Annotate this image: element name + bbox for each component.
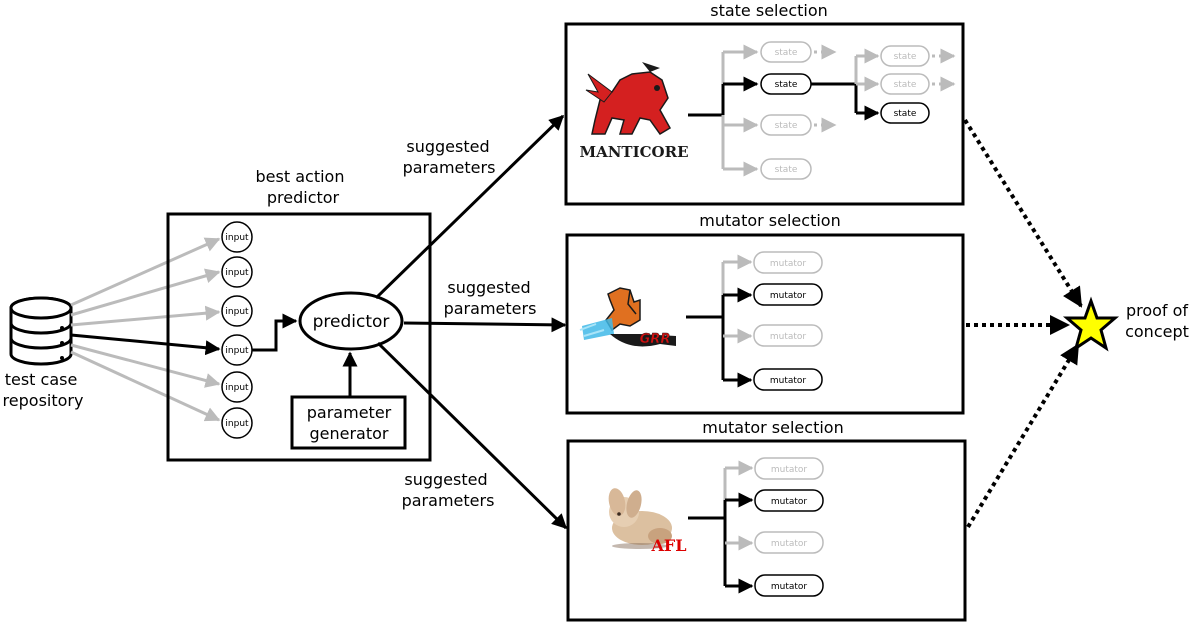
state-panel-title: state selection: [710, 1, 828, 20]
edge-label-top-2: parameters: [403, 158, 496, 177]
grr-logo-text: GRR: [640, 332, 671, 347]
afl-mutator-tree: mutator mutator mutator mutator: [688, 457, 824, 597]
svg-text:mutator: mutator: [771, 539, 808, 549]
svg-text:mutator: mutator: [770, 291, 807, 301]
svg-text:mutator: mutator: [771, 497, 808, 507]
grr-panel-title: mutator selection: [699, 211, 840, 230]
mutator-node-active: [754, 489, 824, 512]
svg-text:mutator: mutator: [770, 376, 807, 386]
arrow-to-state-selection: [374, 114, 565, 300]
mutator-node-active: [753, 283, 823, 306]
mutator-node-inactive: [753, 324, 823, 347]
edge-label-mid-1: suggested: [447, 278, 530, 297]
goal-label-2: concept: [1125, 322, 1189, 341]
manticore-logo: MANTICORE: [579, 62, 689, 161]
manticore-logo-text: MANTICORE: [579, 143, 688, 161]
svg-text:mutator: mutator: [771, 582, 808, 592]
star-icon: [1062, 296, 1120, 352]
grr-logo: GRR: [579, 287, 676, 347]
svg-text:state: state: [775, 80, 798, 90]
edge-label-bot-2: parameters: [402, 491, 495, 510]
svg-text:input: input: [225, 383, 249, 393]
arrow-input-5: [70, 343, 221, 388]
svg-text:mutator: mutator: [770, 259, 807, 269]
database-icon: [9, 296, 73, 366]
svg-text:state: state: [894, 52, 917, 62]
goal-label-1: proof of: [1126, 301, 1188, 320]
input-node: input: [221, 256, 253, 288]
afl-logo-text: AFL: [650, 536, 686, 555]
state-node-inactive: [760, 158, 812, 180]
mutator-node-inactive: [753, 251, 823, 274]
svg-text:input: input: [225, 268, 249, 278]
grr-panel: [565, 233, 965, 415]
mutator-node-active: [753, 368, 823, 391]
input-node: input: [221, 407, 253, 439]
state-node-inactive: [880, 73, 930, 95]
svg-text:state: state: [894, 80, 917, 90]
svg-text:state: state: [775, 165, 798, 175]
state-tree: state state state state state state stat…: [688, 41, 956, 180]
svg-text:state: state: [775, 48, 798, 58]
afl-to-goal-dotted: [966, 343, 1080, 529]
state-to-goal-dotted: [963, 118, 1083, 308]
predictor-label: predictor: [313, 312, 390, 332]
state-node-inactive: [880, 45, 930, 67]
edge-label-top-1: suggested: [406, 137, 489, 156]
predictor-box-title-2: predictor: [267, 188, 340, 207]
arrow-input-4: [70, 333, 221, 356]
svg-text:state: state: [775, 121, 798, 131]
svg-text:input: input: [225, 233, 249, 243]
svg-text:input: input: [225, 307, 249, 317]
grr-mutator-tree: mutator mutator mutator mutator: [686, 251, 823, 391]
state-selection-panel: [564, 22, 965, 206]
repository-label-1: test case: [5, 370, 78, 389]
arrow-to-grr: [403, 317, 567, 333]
parameter-generator-box: [290, 395, 407, 450]
parameter-generator-label-2: generator: [309, 424, 388, 443]
svg-text:mutator: mutator: [771, 465, 808, 475]
afl-panel: [566, 439, 967, 622]
predictor-box: [166, 212, 432, 462]
predictor-box-title-1: best action: [256, 167, 345, 186]
mutator-node-active: [754, 574, 824, 597]
repository-to-inputs-arrows: [70, 237, 221, 422]
arrow-input-2: [70, 268, 221, 317]
parameter-generator-label-1: parameter: [307, 403, 392, 422]
input-node: input: [221, 221, 253, 253]
mutator-node-inactive: [754, 457, 824, 480]
afl-logo: AFL: [608, 488, 687, 555]
input-node: input: [221, 371, 253, 403]
edge-label-bot-1: suggested: [404, 470, 487, 489]
edge-label-mid-2: parameters: [444, 299, 537, 318]
input-node-selected: input: [221, 334, 253, 366]
svg-text:state: state: [894, 109, 917, 119]
afl-panel-title: mutator selection: [702, 418, 843, 437]
state-node-inactive: [760, 114, 812, 136]
repository-label-2: repository: [3, 391, 84, 410]
predictor-node: [298, 291, 404, 351]
svg-text:input: input: [225, 346, 249, 356]
svg-text:input: input: [225, 419, 249, 429]
mutator-node-inactive: [754, 531, 824, 554]
arrow-input-6: [70, 350, 221, 422]
input-node: input: [221, 295, 253, 327]
state-node-active: [880, 102, 930, 124]
input-nodes: input input input input input input: [221, 221, 253, 439]
arrow-to-afl: [376, 341, 568, 530]
input-to-predictor-arrow: [252, 313, 298, 352]
arrow-input-3: [70, 305, 221, 327]
svg-text:mutator: mutator: [770, 332, 807, 342]
state-node-inactive: [760, 41, 812, 63]
arrow-input-1: [70, 237, 221, 307]
